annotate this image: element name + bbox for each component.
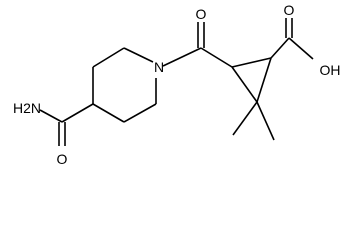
bond-methyl-right [256, 101, 275, 141]
bond-ketone-cyclopropane [200, 47, 233, 68]
bond-c4-amide-carbon [61, 103, 94, 123]
bond-acid-c-oh [288, 37, 314, 60]
bond-acid-carbon [270, 37, 290, 59]
bond-ring-c2-c3 [92, 47, 125, 68]
bond-cyclopropane-c1-c2 [231, 57, 272, 68]
chemical-structure: N H2N O O O OH [13, 2, 341, 167]
amide-nitrogen-label: H2N [13, 100, 41, 116]
bond-cyclopropane-c3-c1 [231, 66, 258, 103]
bond-amide-c-n [39, 109, 63, 123]
bond-ring-c4-c5 [92, 103, 125, 123]
bond-n-ketone-carbon [162, 47, 202, 67]
ketone-oxygen-label: O [196, 6, 207, 22]
amide-oxygen-label: O [57, 151, 68, 167]
ring-nitrogen-label: N [154, 59, 164, 75]
bond-cyclopropane-c2-c3 [256, 57, 272, 103]
bond-ring-c5-c6 [123, 103, 157, 123]
bond-methyl-left [232, 101, 258, 136]
acid-hydroxyl-label: OH [320, 62, 341, 78]
bond-ring-n-c2 [123, 47, 154, 63]
atom-labels: N H2N O O O OH [13, 2, 341, 167]
bonds [39, 18, 314, 146]
acid-oxygen-label: O [284, 2, 295, 18]
